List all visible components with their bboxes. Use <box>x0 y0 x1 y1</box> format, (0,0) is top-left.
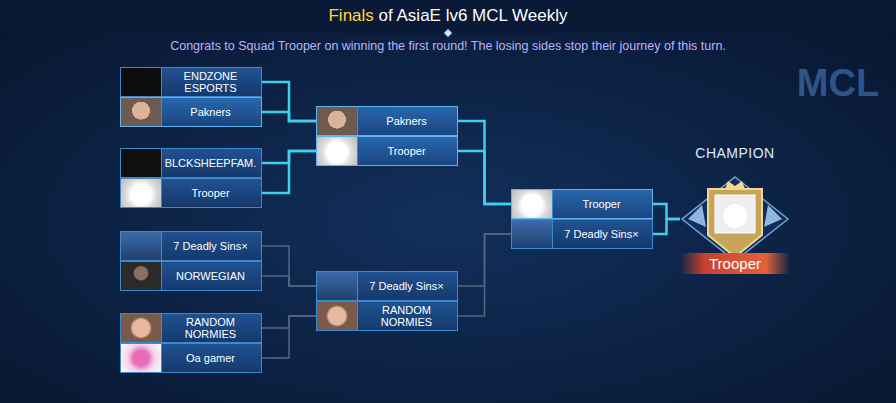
avatar-image <box>121 179 162 207</box>
team-slot: RANDOM NORMIES <box>316 301 458 331</box>
team-name: RANDOM NORMIES <box>358 304 455 328</box>
team-name: Trooper <box>387 145 425 157</box>
team-name: Trooper <box>191 187 229 199</box>
avatar-image <box>317 272 358 300</box>
avatar-image <box>121 232 162 260</box>
title-band <box>0 0 896 33</box>
team-name: Trooper <box>582 198 620 210</box>
team-slot: 7 Deadly Sins× <box>316 271 458 301</box>
title: Finals of AsiaE lv6 MCL Weekly <box>0 6 896 26</box>
avatar-image <box>121 344 162 372</box>
team-name: 7 Deadly Sins× <box>369 280 443 292</box>
team-name: RANDOM NORMIES <box>162 316 259 340</box>
bracket-line <box>262 151 316 193</box>
bracket-line <box>653 219 680 234</box>
avatar-image <box>121 314 162 342</box>
avatar-image <box>317 302 358 330</box>
team-slot: Trooper <box>120 178 262 208</box>
team-slot: Pakners <box>316 106 458 136</box>
team-slot: Pakners <box>120 97 262 127</box>
champion-badge: CHAMPION Trooper <box>680 143 790 295</box>
bracket-line <box>262 82 316 121</box>
team-slot: Trooper <box>511 189 653 219</box>
watermark: MCL <box>784 62 892 105</box>
bracket-line <box>653 204 680 219</box>
champion-heading: CHAMPION <box>680 145 790 161</box>
avatar-image <box>512 220 553 248</box>
team-name: Pakners <box>190 106 230 118</box>
team-slot: 7 Deadly Sins× <box>120 231 262 261</box>
team-slot: Trooper <box>316 136 458 166</box>
team-name: Pakners <box>386 115 426 127</box>
avatar-image <box>512 190 553 218</box>
avatar-image <box>121 149 162 177</box>
team-name: NORWEGIAN <box>176 270 245 282</box>
team-name: 7 Deadly Sins× <box>173 240 247 252</box>
avatar-image <box>317 107 358 135</box>
team-name: Oa gamer <box>186 352 235 364</box>
team-name: ENDZONE ESPORTS <box>162 70 259 94</box>
avatar-image <box>121 68 162 96</box>
team-slot: NORWEGIAN <box>120 261 262 291</box>
team-slot: ENDZONE ESPORTS <box>120 67 262 97</box>
bracket-line <box>458 121 511 204</box>
team-slot: Oa gamer <box>120 343 262 373</box>
bracket-line <box>262 112 316 121</box>
bracket-line <box>262 246 316 286</box>
team-name: BLCKSHEEPFAM. <box>165 157 257 169</box>
avatar-image <box>317 137 358 165</box>
bracket-line <box>458 234 511 316</box>
bracket-line <box>458 151 511 204</box>
bracket-line <box>262 316 316 358</box>
avatar-image <box>121 262 162 290</box>
champion-name: Trooper <box>680 253 790 274</box>
team-slot: BLCKSHEEPFAM. <box>120 148 262 178</box>
avatar-image <box>121 98 162 126</box>
team-slot: RANDOM NORMIES <box>120 313 262 343</box>
subtitle: Congrats to Squad Trooper on winning the… <box>0 39 896 53</box>
team-name: 7 Deadly Sins× <box>564 228 638 240</box>
bracket-line <box>262 276 316 286</box>
team-slot: 7 Deadly Sins× <box>511 219 653 249</box>
crest-icon <box>680 175 790 265</box>
title-diamond <box>444 29 452 37</box>
